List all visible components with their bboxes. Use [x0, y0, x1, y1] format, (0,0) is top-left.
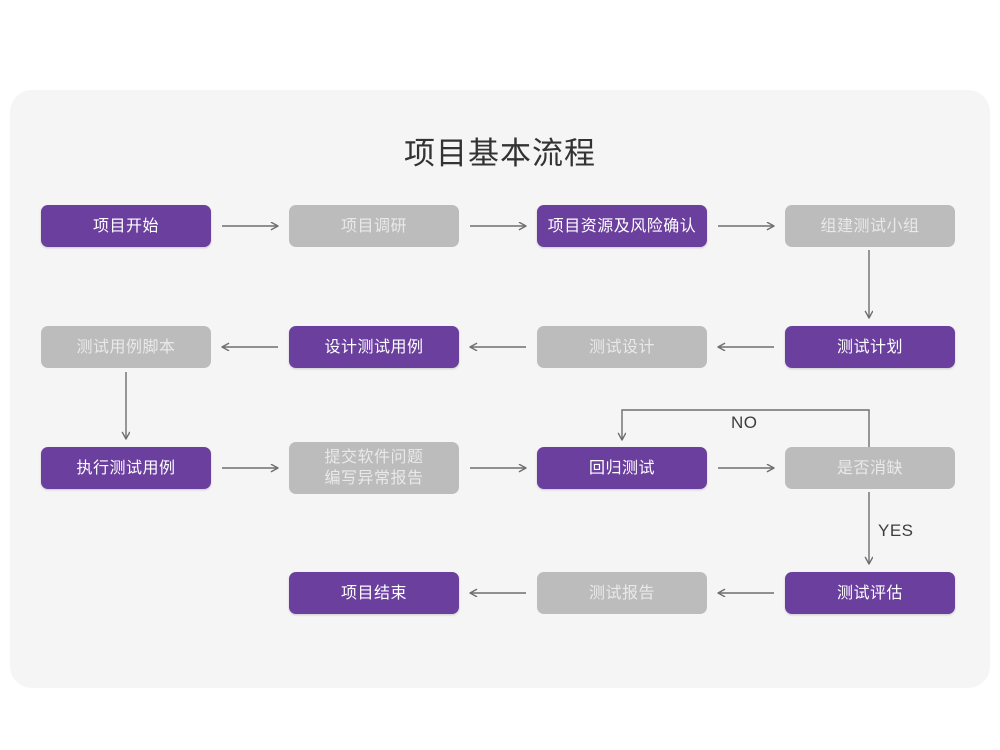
node-label: 测试设计 — [588, 338, 655, 356]
edge-label-no: NO — [731, 413, 758, 432]
node-execute-test-cases[interactable]: 执行测试用例 — [41, 447, 211, 489]
node-label: 项目开始 — [92, 217, 159, 235]
node-submit-issue-report[interactable]: 提交软件问题 编写异常报告 — [289, 442, 459, 494]
node-regression-test[interactable]: 回归测试 — [537, 447, 707, 489]
node-test-evaluation[interactable]: 测试评估 — [785, 572, 955, 614]
page-title: 项目基本流程 — [404, 136, 596, 171]
node-label: 测试评估 — [836, 584, 903, 602]
node-design-test-cases[interactable]: 设计测试用例 — [289, 326, 459, 368]
node-label: 项目结束 — [340, 584, 407, 602]
node-label: 项目调研 — [340, 217, 407, 235]
node-project-research[interactable]: 项目调研 — [289, 205, 459, 247]
node-label: 回归测试 — [588, 459, 655, 477]
node-project-end[interactable]: 项目结束 — [289, 572, 459, 614]
node-label-line1: 提交软件问题 — [324, 449, 424, 466]
node-label: 组建测试小组 — [820, 217, 920, 235]
node-label-line2: 编写异常报告 — [324, 470, 424, 487]
node-test-design[interactable]: 测试设计 — [537, 326, 707, 368]
node-label: 测试计划 — [836, 338, 903, 356]
node-label-group: 提交软件问题 编写异常报告 — [324, 447, 423, 489]
node-label: 设计测试用例 — [324, 338, 424, 356]
node-resource-risk-confirm[interactable]: 项目资源及风险确认 — [537, 205, 707, 247]
node-form-test-team[interactable]: 组建测试小组 — [785, 205, 955, 247]
node-label: 测试用例脚本 — [76, 338, 176, 356]
node-test-case-script[interactable]: 测试用例脚本 — [41, 326, 211, 368]
node-test-report[interactable]: 测试报告 — [537, 572, 707, 614]
node-label: 项目资源及风险确认 — [547, 217, 697, 235]
node-label: 测试报告 — [588, 584, 655, 602]
node-test-plan[interactable]: 测试计划 — [785, 326, 955, 368]
node-defect-cleared[interactable]: 是否消缺 — [785, 447, 955, 489]
node-project-start[interactable]: 项目开始 — [41, 205, 211, 247]
edge-label-yes: YES — [878, 521, 914, 540]
node-label: 是否消缺 — [836, 459, 903, 477]
node-label: 执行测试用例 — [76, 459, 176, 477]
